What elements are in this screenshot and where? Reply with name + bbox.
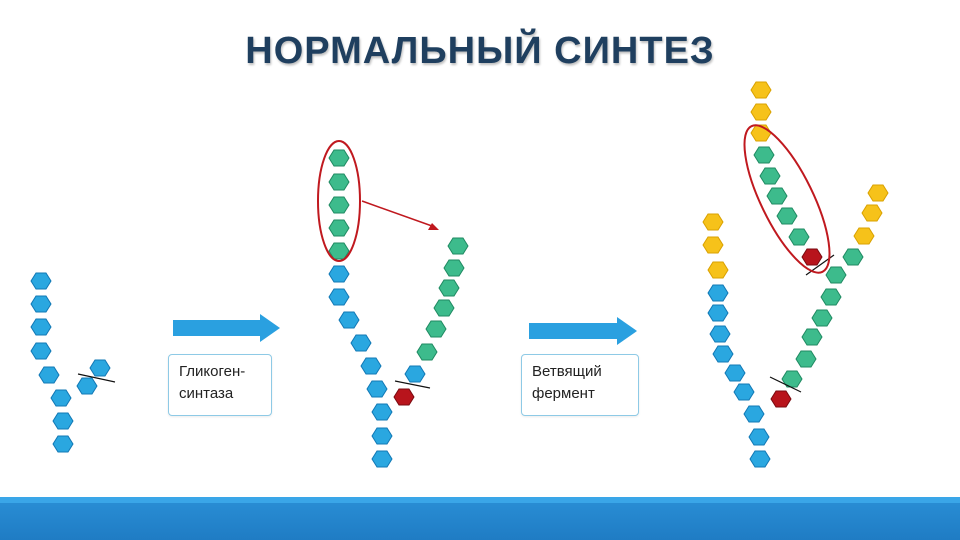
glucose-unit-green [820,288,842,306]
glucose-unit-yellow [707,261,729,279]
glucose-unit-blue [707,284,729,302]
highlight-ellipse-2 [743,124,831,274]
glucose-unit-blue [30,318,52,336]
glucose-unit-green [795,350,817,368]
glucose-unit-green [328,219,350,237]
branching-enzyme-line-2: фермент [532,385,595,402]
glucose-unit-green [825,266,847,284]
glycogen-synthase-line-2: синтаза [179,385,234,402]
glucose-unit-green [438,279,460,297]
glucose-unit-green [766,187,788,205]
glucose-unit-blue [707,304,729,322]
highlight-ellipse-1 [317,140,361,262]
glucose-unit-blue [38,366,60,384]
glucose-unit-green [811,309,833,327]
process-arrow-2 [529,317,637,345]
glucose-unit-blue [52,412,74,430]
glucose-unit-green [328,149,350,167]
cut-mark-2 [394,380,431,389]
glucose-unit-blue [76,377,98,395]
glucose-unit-blue [366,380,388,398]
glucose-unit-green [328,196,350,214]
glucose-unit-yellow [750,103,772,121]
branch-point-unit [393,388,415,406]
glucose-unit-blue [404,365,426,383]
glucose-unit-green [801,328,823,346]
glucose-unit-blue [371,450,393,468]
glucose-unit-yellow [861,204,883,222]
glucose-unit-blue [743,405,765,423]
process-arrow-2-shaft [529,323,619,339]
glucose-unit-blue [749,450,771,468]
process-arrow-2-head [617,317,637,345]
glucose-unit-green [781,370,803,388]
glucose-unit-green [433,299,455,317]
glucose-unit-blue [712,345,734,363]
annotation-layer [77,124,835,393]
glucose-unit-blue [338,311,360,329]
process-arrow-1-shaft [173,320,262,336]
glucose-unit-yellow [750,124,772,142]
glucose-unit-blue [360,357,382,375]
glucose-unit-green [328,173,350,191]
glucose-unit-green [788,228,810,246]
glucose-unit-blue [328,265,350,283]
footer-bar [0,497,960,540]
glucose-unit-blue [30,342,52,360]
glucose-unit-green [416,343,438,361]
glucose-unit-yellow [853,227,875,245]
cut-mark-1 [77,373,116,383]
glucose-unit-blue [50,389,72,407]
glucose-unit-blue [350,334,372,352]
branch-point-unit [801,248,823,266]
glucose-unit-blue [709,325,731,343]
glucose-unit-green [753,146,775,164]
glucose-unit-blue [52,435,74,453]
cut-mark-4 [769,376,802,393]
glucose-unit-blue [30,295,52,313]
glucose-unit-blue [89,359,111,377]
glucose-unit-green [447,237,469,255]
glucose-unit-blue [748,428,770,446]
transfer-arrow-line [361,200,433,227]
branch-point-unit [770,390,792,408]
glucose-unit-blue [30,272,52,290]
molecule-layer [30,81,889,468]
footer-strip [0,497,960,503]
glycogen-synthase-label: Гликоген- синтаза [168,354,272,416]
glucose-unit-yellow [702,213,724,231]
glucose-unit-blue [328,288,350,306]
glucose-unit-green [759,167,781,185]
glucose-unit-green [776,207,798,225]
glucose-unit-blue [371,427,393,445]
glucose-unit-green [443,259,465,277]
glucose-unit-green [425,320,447,338]
process-arrow-1 [173,314,280,342]
glucose-unit-yellow [750,81,772,99]
glucose-unit-yellow [702,236,724,254]
branching-enzyme-label: Ветвящий фермент [521,354,639,416]
slide-title: НОРМАЛЬНЫЙ СИНТЕЗ [245,30,715,72]
branching-enzyme-line-1: Ветвящий [532,363,602,380]
glycogen-synthase-line-1: Гликоген- [179,363,246,380]
glucose-unit-yellow [867,184,889,202]
glucose-unit-blue [733,383,755,401]
glucose-unit-blue [724,364,746,382]
process-arrow-1-head [260,314,280,342]
glucose-unit-green [842,248,864,266]
transfer-arrow-head [428,223,439,230]
glucose-unit-blue [371,403,393,421]
